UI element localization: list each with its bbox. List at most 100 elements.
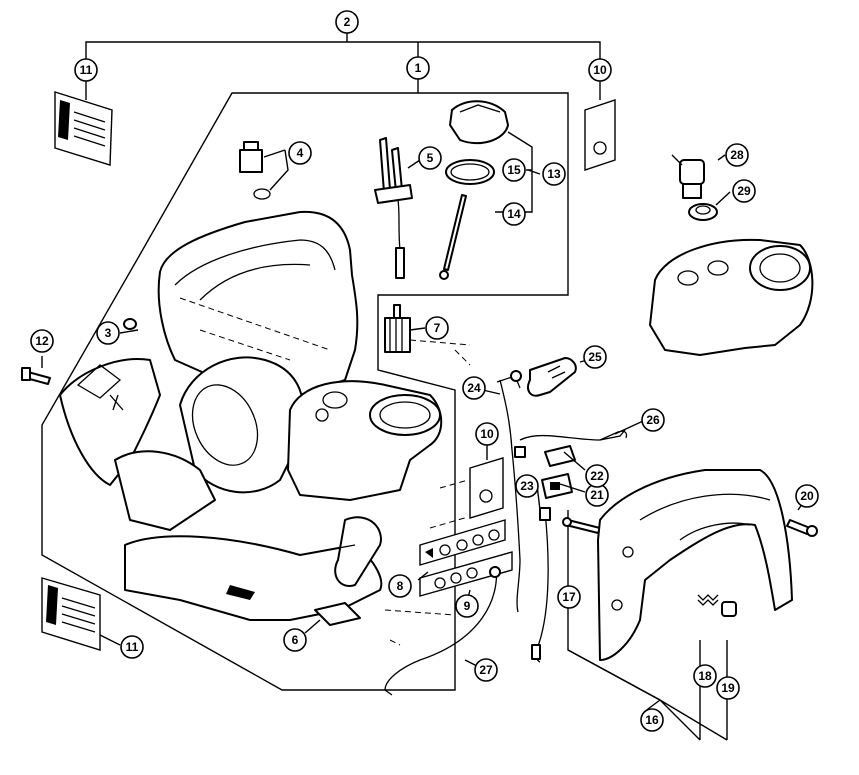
callout-28: 28 (725, 143, 749, 167)
callout-4: 4 (288, 141, 312, 165)
callout-circle (542, 162, 566, 186)
callout-11a: 11 (74, 58, 98, 82)
callout-circle (406, 56, 430, 80)
callout-17: 17 (557, 585, 581, 609)
callout-circle (557, 585, 581, 609)
decal-11-bottom (41, 577, 121, 651)
callout-circle (74, 58, 98, 82)
callout-23: 23 (515, 474, 539, 498)
callout-1: 1 (406, 56, 430, 80)
callout-5: 5 (418, 146, 442, 170)
part-22-switch-cap (544, 445, 576, 467)
callout-label: 22 (590, 469, 604, 483)
callout-label: 10 (480, 427, 494, 441)
callout-label: 27 (479, 663, 493, 677)
callout-20: 20 (795, 484, 819, 508)
callout-7: 7 (425, 316, 449, 340)
callout-label: 29 (737, 184, 751, 198)
part-6-label (304, 602, 361, 634)
callout-label: 11 (126, 640, 139, 654)
callout-label: 16 (645, 713, 659, 727)
callout-label: 12 (35, 334, 49, 348)
callout-15: 15 (502, 158, 526, 182)
callout-label: 19 (721, 681, 735, 695)
part-3-plug (123, 318, 137, 330)
decal-10-mid (439, 443, 504, 519)
callout-label: 24 (467, 381, 481, 395)
part-25-trigger (527, 357, 577, 397)
part-12-screw (21, 356, 51, 385)
callout-circle (502, 202, 526, 226)
part-18-spring (697, 594, 719, 606)
callout-circle (583, 345, 607, 369)
decal-11-top (54, 80, 113, 166)
callout-10b: 10 (475, 422, 499, 446)
callout-label: 6 (292, 633, 299, 647)
callout-circle (120, 635, 144, 659)
part-29-grommet (688, 203, 718, 221)
part-16-handle (597, 469, 793, 661)
bracket-16 (567, 510, 728, 741)
callout-6: 6 (283, 628, 307, 652)
part-28-valve (671, 154, 705, 199)
callout-9: 9 (455, 594, 479, 618)
part-4-connector (239, 141, 289, 200)
callout-label: 14 (507, 207, 521, 221)
callout-label: 21 (590, 488, 604, 502)
blower-housing (59, 210, 443, 621)
callout-label: 11 (80, 63, 93, 77)
callout-circle (640, 708, 664, 732)
callout-12: 12 (30, 329, 54, 353)
callout-21: 21 (585, 483, 609, 507)
callout-circle (30, 329, 54, 353)
callout-label: 9 (464, 599, 471, 613)
callout-16: 16 (640, 708, 664, 732)
callout-circle (388, 574, 412, 598)
callout-label: 3 (105, 326, 112, 340)
callout-10a: 10 (588, 58, 612, 82)
callout-circle (502, 158, 526, 182)
callout-13: 13 (542, 162, 566, 186)
callout-label: 7 (434, 321, 441, 335)
callout-label: 4 (297, 146, 304, 160)
fuel-tank (649, 238, 814, 356)
callout-circle (288, 141, 312, 165)
callout-label: 1 (415, 61, 422, 75)
callout-label: 15 (507, 163, 521, 177)
callout-label: 10 (593, 63, 607, 77)
callout-19: 19 (716, 676, 740, 700)
part-21-switch (541, 473, 573, 499)
bracket-2 (85, 33, 601, 62)
callout-circle (693, 664, 717, 688)
part-13-fuel-cap (439, 100, 509, 280)
part-5-fuel-pickup (374, 137, 421, 279)
part-19-cap (721, 601, 737, 617)
callout-2: 2 (335, 10, 359, 34)
callout-27: 27 (474, 658, 498, 682)
callout-circle (283, 628, 307, 652)
callout-label: 28 (730, 148, 744, 162)
callout-label: 2 (344, 15, 351, 29)
callout-circle (96, 321, 120, 345)
callout-3: 3 (96, 321, 120, 345)
callout-circle (475, 422, 499, 446)
callout-circle (732, 179, 756, 203)
callout-circle (455, 594, 479, 618)
callout-label: 5 (427, 151, 434, 165)
callout-circle (474, 658, 498, 682)
callout-label: 25 (588, 350, 602, 364)
callout-circle (335, 10, 359, 34)
callout-circle (641, 408, 665, 432)
callout-circle (588, 58, 612, 82)
callout-circle (515, 474, 539, 498)
callout-label: 13 (547, 167, 561, 181)
callout-18: 18 (693, 664, 717, 688)
part-23-connector (531, 507, 551, 663)
callout-label: 18 (698, 669, 712, 683)
wire-harness (384, 370, 626, 696)
callout-25: 25 (583, 345, 607, 369)
callout-circle (725, 143, 749, 167)
callout-22: 22 (585, 464, 609, 488)
callout-label: 20 (800, 489, 814, 503)
